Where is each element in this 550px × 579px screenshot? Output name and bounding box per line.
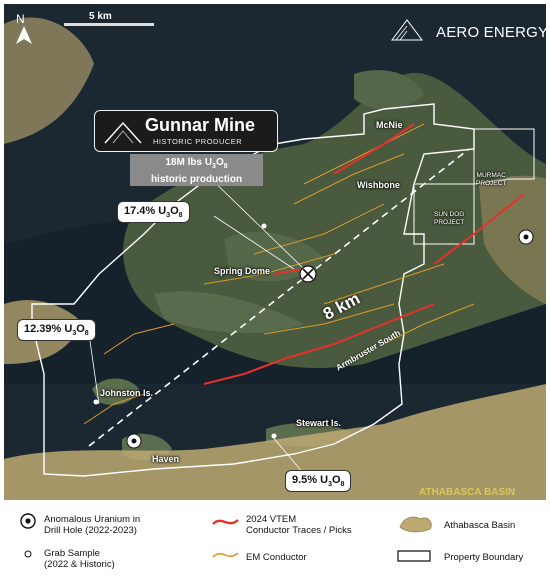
callout-stewart: 9.5% U3O8 (286, 471, 351, 492)
vtem-traces (203, 123, 525, 385)
legend-grab-icon (24, 550, 32, 558)
gunnar-production: 18M lbs U3O8 historic production (130, 154, 263, 186)
murmac-boundary (473, 128, 535, 185)
scale-label: 5 km (89, 11, 112, 22)
legend-em-icon (212, 552, 239, 558)
legend-grab-label: Grab Sample(2022 & Historic) (44, 548, 115, 570)
grab-sample-marker (93, 399, 99, 405)
legend-symbols (20, 513, 432, 562)
label-johnston: Johnston Is. (100, 388, 154, 398)
land-island-west (154, 291, 304, 334)
label-mcnie: McNie (376, 120, 403, 130)
gunnar-subtitle: HISTORIC PRODUCER (153, 137, 243, 146)
mine-icon (299, 265, 317, 283)
leader-c2 (88, 333, 100, 405)
land-mainland (123, 72, 546, 369)
legend-boundary-label: Property Boundary (444, 552, 524, 563)
map-canvas[interactable]: N 5 km AERO ENERGY Gunnar Mine HISTORIC … (4, 4, 546, 500)
north-arrow-icon (16, 26, 32, 44)
aero-logo-icon (391, 19, 423, 41)
label-haven: Haven (152, 454, 180, 464)
drill-hole-marker-haven (126, 433, 142, 449)
gunnar-title: Gunnar Mine (145, 115, 256, 135)
north-label: N (16, 12, 25, 26)
legend-basin-icon (399, 516, 432, 533)
label-spring-dome: Spring Dome (214, 266, 271, 276)
map-graphic (4, 4, 546, 500)
drill-hole-marker-east (518, 229, 534, 245)
legend-drill-icon (20, 513, 36, 529)
leader-c1 (213, 215, 295, 270)
scale-bar (64, 23, 154, 26)
brand-name: AERO ENERGY (436, 24, 546, 41)
gunnar-mine-panel: Gunnar Mine HISTORIC PRODUCER (94, 110, 278, 152)
gunnar-production-line2: historic production (150, 174, 243, 185)
distance-line (88, 148, 470, 447)
legend-vtem-icon (212, 519, 239, 525)
callout-johnston: 12.39% U3O8 (18, 320, 95, 341)
athabasca-basin-northwest (4, 17, 94, 144)
leader-c3 (271, 435, 305, 475)
gunnar-logo-icon (104, 121, 142, 144)
legend-basin-label: Athabasca Basin (444, 520, 516, 531)
legend-em-label: EM Conductor (246, 552, 307, 563)
callout-spring-dome: 17.4% U3O8 (118, 202, 189, 223)
grab-sample-marker (271, 433, 277, 439)
label-stewart: Stewart Is. (296, 418, 342, 428)
label-wishbone: Wishbone (357, 180, 400, 190)
sundog-boundary (413, 183, 475, 245)
label-athabasca-basin: ATHABASCA BASIN (419, 487, 516, 498)
em-conductors (83, 123, 475, 425)
athabasca-basin-east (479, 175, 546, 304)
land-johnston (92, 378, 139, 406)
legend-boundary-icon (397, 550, 431, 562)
leader-gunnar (203, 171, 305, 270)
gunnar-production-line1: 18M lbs U3O8 (165, 157, 228, 170)
grab-sample-marker (261, 223, 267, 229)
land-mcnie (354, 70, 424, 110)
